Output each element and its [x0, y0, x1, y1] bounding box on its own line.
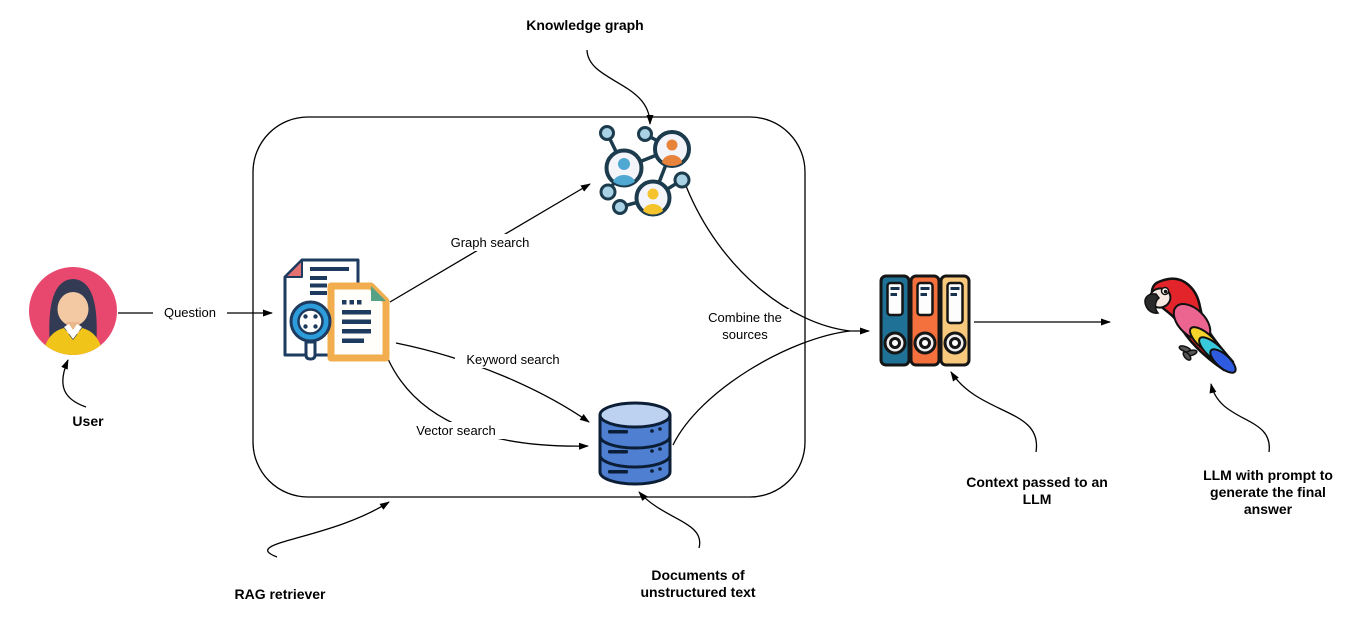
vector-search-edge-label: Vector search — [404, 422, 508, 439]
binder-orange — [909, 274, 941, 367]
pointer-knowledge-graph-label — [586, 49, 654, 125]
binders-icon — [879, 274, 971, 367]
edge-combine-from-graph — [685, 185, 851, 332]
pointer-rag-retriever-label — [267, 501, 390, 558]
database-icon — [598, 401, 672, 486]
rag-retriever-box — [252, 116, 806, 498]
pointer-context-label — [950, 371, 1038, 453]
woman-avatar-icon — [29, 267, 117, 355]
combine-sources-edge-label: Combine the sources — [700, 309, 790, 343]
pointer-documents-label — [638, 491, 701, 549]
rag-retriever-label: RAG retriever — [234, 586, 326, 602]
graph-search-edge-label: Graph search — [437, 234, 543, 251]
edge-combine-from-database — [672, 330, 851, 446]
parrot-icon — [1144, 277, 1237, 374]
knowledge-graph-label: Knowledge graph — [526, 17, 644, 33]
people-network-icon — [599, 125, 691, 217]
documents-label: Documents of unstructured text — [640, 567, 756, 600]
keyword-search-edge-label: Keyword search — [455, 351, 571, 368]
document-search-icon — [283, 258, 390, 362]
pointer-user-label — [61, 359, 87, 408]
user-label: User — [72, 413, 104, 429]
edge-keyword-search — [395, 342, 590, 423]
edges — [61, 49, 1270, 558]
binder-tan — [939, 274, 971, 367]
llm-label: LLM with prompt to generate the final an… — [1203, 467, 1333, 517]
pointer-llm-label — [1209, 383, 1270, 453]
context-label: Context passed to an LLM — [966, 474, 1108, 507]
binder-teal — [879, 274, 911, 367]
question-edge-label: Question — [153, 304, 227, 321]
